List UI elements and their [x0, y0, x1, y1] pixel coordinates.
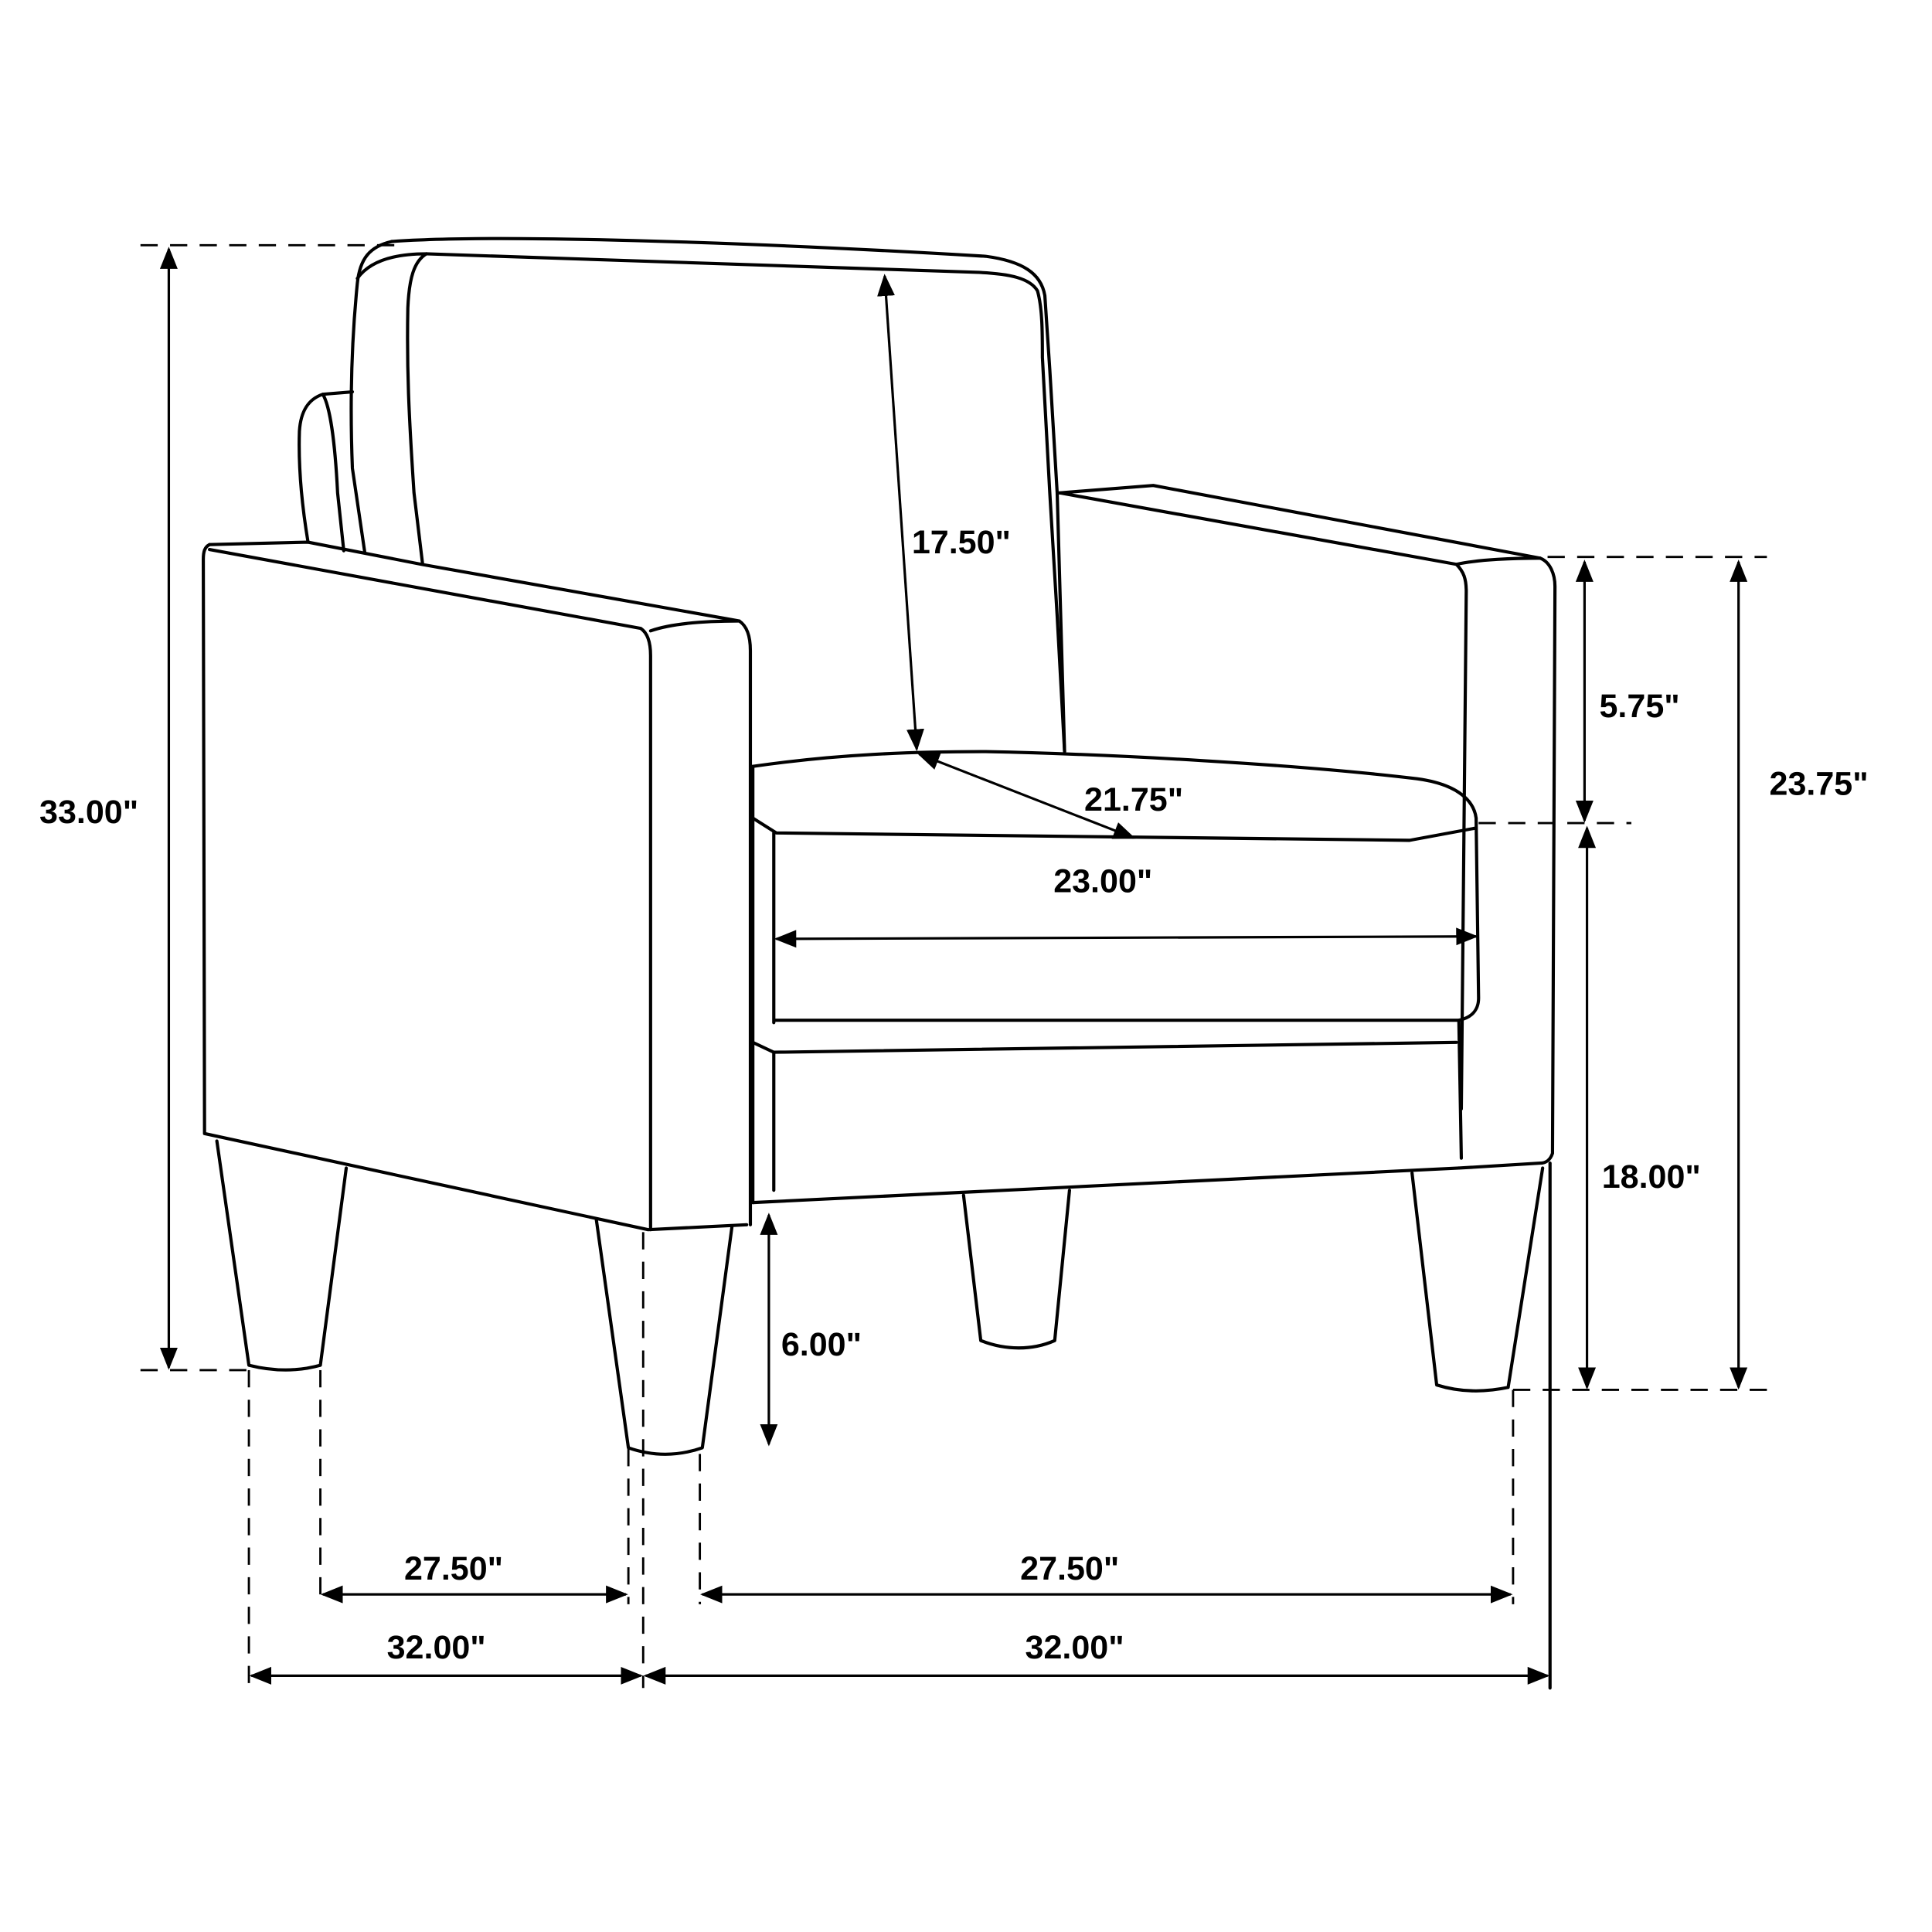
chair-back-rear [389, 236, 1066, 753]
label-seat-width: 23.00" [1053, 862, 1152, 900]
label-arm-above-seat: 5.75" [1600, 688, 1680, 725]
label-seat-height: 18.00" [1602, 1158, 1701, 1196]
leg-front-right [594, 1218, 734, 1456]
label-overall-depth: 32.00" [387, 1629, 486, 1666]
label-inner-depth: 27.50" [404, 1550, 503, 1587]
chair-right-arm-top [1058, 484, 1557, 1170]
label-inner-width: 27.50" [1020, 1550, 1119, 1587]
chair-back-left-edge [349, 240, 394, 554]
leg-back-middle [961, 1189, 1072, 1350]
label-back-height: 17.50" [912, 524, 1011, 561]
chair-left-arm-wing-inner [321, 393, 345, 553]
chair-back-cushion [424, 252, 1066, 753]
label-seat-depth: 21.75" [1084, 781, 1183, 818]
dimension-lines [140, 243, 1767, 1690]
chair-left-arm-top [207, 540, 753, 1226]
label-arm-height: 23.75" [1770, 765, 1869, 802]
seat-base [751, 1019, 1464, 1205]
seat-depth-line [917, 753, 1136, 839]
back-height-line [877, 274, 924, 752]
chair-left-arm-wing [298, 389, 355, 544]
label-leg-clearance: 6.00" [781, 1326, 862, 1363]
seat-width-line [774, 927, 1478, 948]
chair-left-arm-outer [202, 543, 749, 1232]
chair-right-arm-cap [1454, 556, 1543, 566]
dimension-labels: 33.00" 17.50" 21.75" 23.00" 5.75" 23.75"… [39, 524, 1869, 1666]
chair-back-cushion-left [406, 252, 428, 566]
armchair-outline [202, 236, 1557, 1456]
leg-back-right [1410, 1166, 1545, 1393]
chair-left-arm-front-face [207, 548, 652, 1232]
chair-back-seam [355, 252, 428, 281]
seat-cushion-front [772, 816, 1481, 1025]
label-overall-width: 32.00" [1026, 1629, 1124, 1666]
label-overall-height: 33.00" [39, 794, 138, 831]
chair-left-arm-cap [648, 619, 741, 633]
leg-front-left [215, 1139, 349, 1372]
